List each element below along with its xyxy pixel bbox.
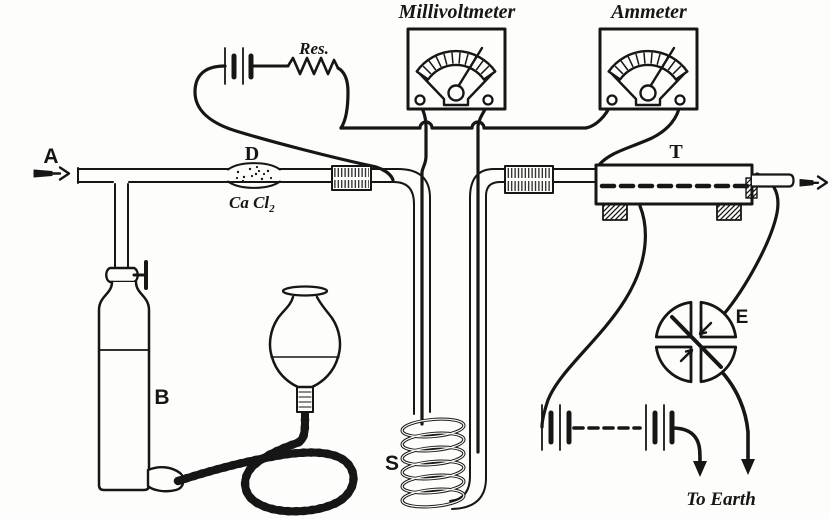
wire-res-down — [336, 66, 350, 130]
outlet-arrow — [799, 175, 829, 190]
label-ammeter: Ammeter — [609, 1, 687, 23]
right-gas-tube — [449, 168, 597, 510]
label-commutator-e: E — [736, 307, 749, 328]
levelling-bulb — [268, 285, 342, 413]
wire-ammeter-to-T — [597, 102, 682, 167]
label-spiral-s: S — [385, 452, 399, 475]
support-right — [716, 203, 742, 221]
battery-bottom-right — [645, 404, 675, 451]
millivoltmeter-face — [406, 27, 507, 111]
bulb-neck-sleeve — [296, 386, 314, 413]
cylinder-outlet-sleeve — [146, 465, 185, 493]
earth-arrows — [693, 459, 755, 477]
label-bottle-b: B — [154, 386, 169, 409]
rubber-tube — [173, 406, 358, 516]
ammeter-face — [598, 27, 699, 111]
battery-top — [224, 47, 290, 85]
tube-end-plug — [745, 177, 758, 199]
rubber-connector-left — [331, 165, 372, 191]
drying-bulb — [227, 162, 281, 189]
inlet-arrow — [33, 166, 71, 181]
label-inlet-a: A — [43, 145, 58, 168]
label-tube-t: T — [669, 141, 683, 163]
bulb-rim — [281, 285, 329, 297]
commutator-contact-arrows — [679, 321, 713, 363]
battery-bottom-left — [541, 404, 572, 451]
wire-battery-to-earth — [670, 426, 702, 465]
label-res: Res. — [298, 39, 329, 58]
wire-mv-left — [418, 102, 428, 426]
commutator — [654, 300, 738, 384]
label-cacl2: Ca Cl2 — [229, 193, 275, 215]
resistor-zigzag — [286, 56, 340, 76]
branch-tube — [114, 183, 129, 269]
label-to-earth: To Earth — [686, 489, 756, 510]
wire-E-to-earth — [720, 370, 750, 463]
outlet-tube — [750, 173, 795, 188]
rubber-connector-right — [504, 165, 554, 194]
drying-agent-granules — [235, 165, 273, 184]
gas-cylinder — [97, 280, 151, 492]
support-left — [602, 203, 628, 221]
spiral-coil — [400, 417, 466, 509]
heated-tube-assembly — [594, 163, 829, 221]
label-drying-d: D — [245, 143, 259, 165]
wire-T-to-battery — [540, 204, 647, 429]
commutator-brush-bar — [670, 315, 723, 369]
label-millivoltmeter: Millivoltmeter — [398, 1, 516, 23]
